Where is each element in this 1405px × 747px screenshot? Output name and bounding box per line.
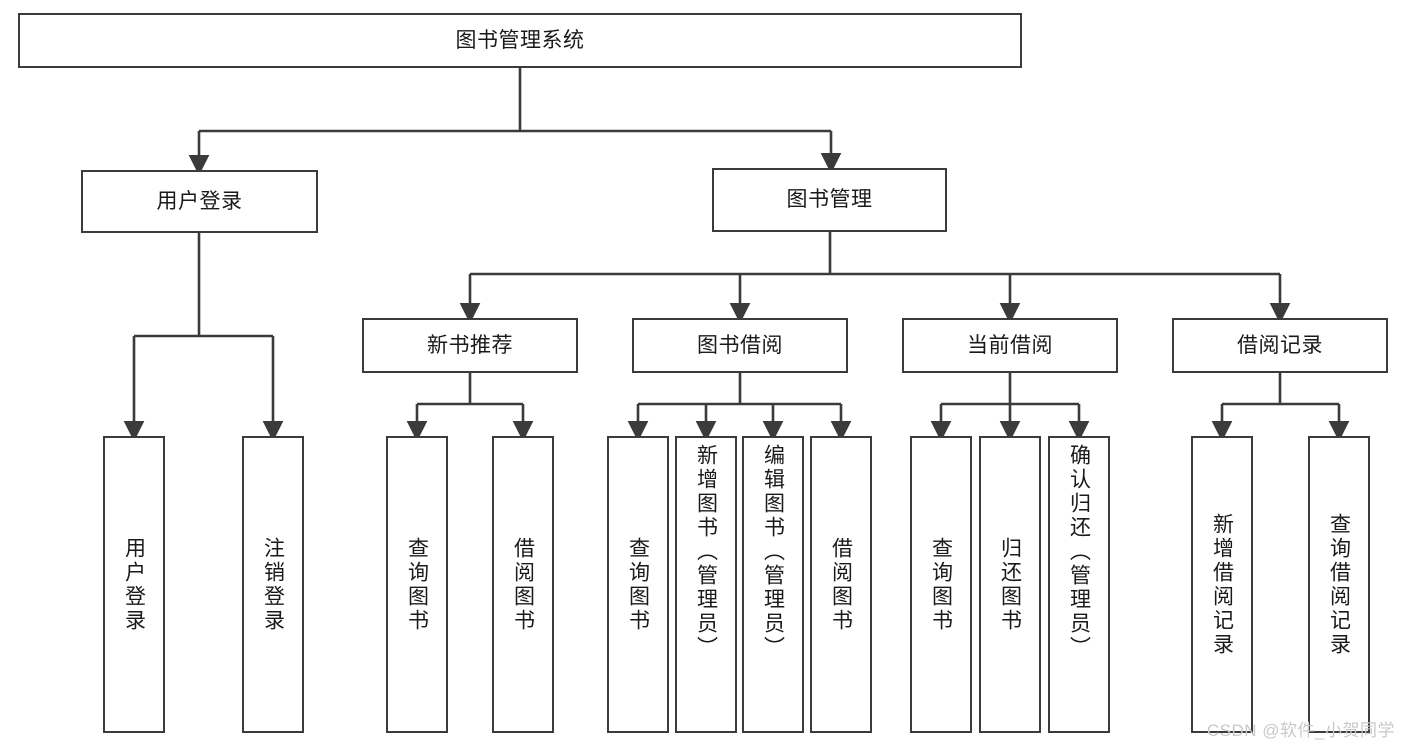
node-root-label: 图书管理系统 (455, 28, 585, 52)
node-user-login[interactable]: 用户登录 (81, 170, 318, 233)
leaf-add-record[interactable]: 新增借阅记录 (1191, 436, 1253, 733)
node-new-book-recommend[interactable]: 新书推荐 (362, 318, 578, 373)
leaf-query-book-2-label: 查询图书 (626, 536, 650, 633)
node-book-manage-label: 图书管理 (786, 188, 873, 212)
leaf-logout-login-label: 注销登录 (261, 536, 285, 633)
leaf-return-book[interactable]: 归还图书 (979, 436, 1041, 733)
leaf-query-book-3[interactable]: 查询图书 (910, 436, 972, 733)
node-book-borrow-label: 图书借阅 (697, 333, 783, 357)
leaf-borrow-book-2[interactable]: 借阅图书 (810, 436, 872, 733)
leaf-query-book-1[interactable]: 查询图书 (386, 436, 448, 733)
node-new-book-recommend-label: 新书推荐 (427, 333, 513, 357)
leaf-user-login-label: 用户登录 (122, 536, 146, 633)
leaf-add-book-label: 新增图书（管理员） (694, 444, 718, 660)
node-current-borrow-label: 当前借阅 (967, 333, 1053, 357)
leaf-confirm-return-label: 确认归还（管理员） (1067, 444, 1091, 660)
node-borrow-record-label: 借阅记录 (1237, 333, 1323, 357)
leaf-logout-login[interactable]: 注销登录 (242, 436, 304, 733)
leaf-query-record-label: 查询借阅记录 (1327, 512, 1351, 657)
leaf-add-book[interactable]: 新增图书（管理员） (675, 436, 737, 733)
leaf-edit-book-label: 编辑图书（管理员） (761, 444, 785, 660)
leaf-return-book-label: 归还图书 (998, 536, 1022, 633)
node-current-borrow[interactable]: 当前借阅 (902, 318, 1118, 373)
leaf-borrow-book-1[interactable]: 借阅图书 (492, 436, 554, 733)
leaf-query-book-2[interactable]: 查询图书 (607, 436, 669, 733)
leaf-borrow-book-2-label: 借阅图书 (829, 536, 853, 633)
watermark: CSDN @软件_小贺同学 (1206, 721, 1395, 740)
leaf-query-book-3-label: 查询图书 (929, 536, 953, 633)
node-book-manage[interactable]: 图书管理 (712, 168, 947, 232)
leaf-add-record-label: 新增借阅记录 (1210, 512, 1234, 657)
node-book-borrow[interactable]: 图书借阅 (632, 318, 848, 373)
leaf-user-login[interactable]: 用户登录 (103, 436, 165, 733)
leaf-confirm-return[interactable]: 确认归还（管理员） (1048, 436, 1110, 733)
node-root[interactable]: 图书管理系统 (18, 13, 1022, 68)
leaf-query-book-1-label: 查询图书 (405, 536, 429, 633)
leaf-edit-book[interactable]: 编辑图书（管理员） (742, 436, 804, 733)
node-borrow-record[interactable]: 借阅记录 (1172, 318, 1388, 373)
leaf-borrow-book-1-label: 借阅图书 (511, 536, 535, 633)
leaf-query-record[interactable]: 查询借阅记录 (1308, 436, 1370, 733)
node-user-login-label: 用户登录 (156, 189, 243, 213)
